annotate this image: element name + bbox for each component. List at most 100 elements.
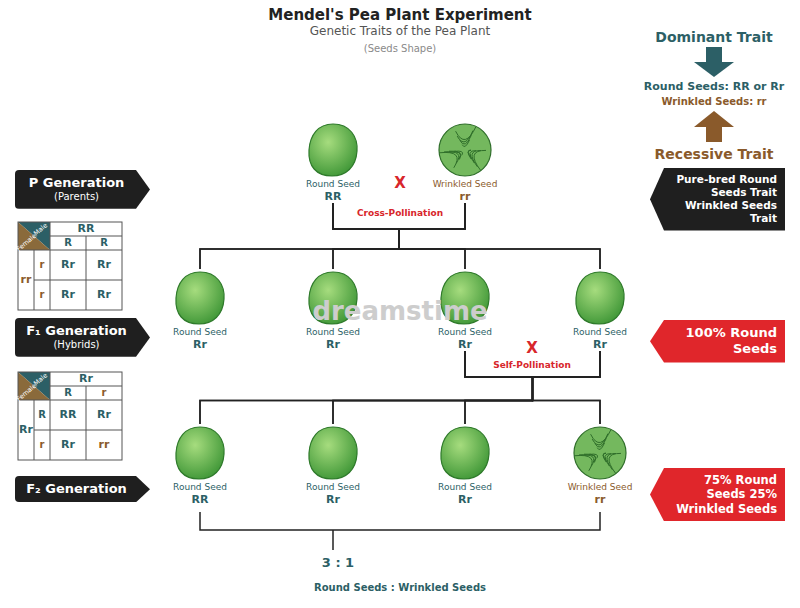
seed-node: Round SeedRR <box>288 121 378 203</box>
tree-connector <box>200 203 465 269</box>
round-seed <box>555 269 645 327</box>
tree-connector <box>333 351 600 424</box>
genotype: Rr <box>420 493 510 506</box>
generation-banner: F₂ Generation <box>15 476 150 502</box>
banner-heading: Pure-bred Round Seeds Trait Wrinkled See… <box>670 173 777 226</box>
result-banner: 100% Round Seeds <box>650 320 785 363</box>
tree-connector <box>465 351 600 424</box>
subtitle: (Seeds Shape) <box>364 43 437 55</box>
genotype: Rr <box>288 338 378 351</box>
genotype: rr <box>420 190 510 203</box>
wrinkle <box>584 454 596 462</box>
banner-heading: F₁ Generation <box>23 323 130 339</box>
wrinkle <box>591 430 611 443</box>
wrinkle <box>605 454 611 466</box>
wrinkle <box>607 453 616 469</box>
seed-outline <box>439 124 491 176</box>
trait-key: Round Seeds: RR or Rr <box>644 81 784 94</box>
seed-outline <box>309 124 357 176</box>
seed-node: Wrinkled Seedrr <box>555 424 645 506</box>
seed-node: Wrinkled Seedrr <box>420 121 510 203</box>
round-seed <box>155 424 245 482</box>
seed-label: Wrinkled Seed <box>555 482 645 493</box>
genotype: RR <box>288 190 378 203</box>
cross-mark: X <box>394 175 406 192</box>
wrinkle <box>579 455 594 467</box>
banner-heading: F₂ Generation <box>23 481 130 497</box>
subtitle: Genetic Traits of the Pea Plant <box>310 25 491 39</box>
table-cell: Rr <box>97 289 111 302</box>
recessive-arrow-head <box>694 111 734 127</box>
wrinkle <box>444 152 459 164</box>
table-cell: r <box>40 289 45 301</box>
trait-key: Wrinkled Seeds: rr <box>661 96 766 108</box>
wrinkle <box>439 152 457 167</box>
dominant-arrow <box>706 47 722 63</box>
genotype: rr <box>555 493 645 506</box>
recessive-arrow <box>706 126 722 142</box>
table-cell: Rr <box>61 259 75 272</box>
ratio-label: 3 : 1 <box>322 556 354 571</box>
seed-node: Round SeedRr <box>288 424 378 506</box>
table-cell: R <box>38 409 46 421</box>
result-banner: 75% Round Seeds 25% Wrinkled Seeds <box>650 468 785 521</box>
wrinkle <box>597 443 604 450</box>
round-seed <box>155 269 245 327</box>
ratio-bracket <box>200 512 600 550</box>
seed-outline <box>576 272 624 324</box>
table-cell: Rr <box>61 289 75 302</box>
seed-label: Wrinkled Seed <box>420 179 510 190</box>
tree-connector <box>200 351 533 424</box>
genotype: Rr <box>555 338 645 351</box>
seed-label: Round Seed <box>288 482 378 493</box>
wrinkled-seed <box>555 424 645 482</box>
round-seed <box>420 424 510 482</box>
table-cell: Rr <box>97 259 111 272</box>
round-seed <box>288 121 378 179</box>
seed-outline <box>309 427 357 479</box>
generation-banner: F₁ Generation(Hybrids) <box>15 318 150 357</box>
wrinkle <box>456 127 476 140</box>
seed-label: Round Seed <box>155 327 245 338</box>
seed-node: Round SeedRr <box>555 269 645 351</box>
wrinkle <box>449 151 461 159</box>
trait-heading: Recessive Trait <box>655 146 774 162</box>
seed-node: Round SeedRr <box>420 424 510 506</box>
table-cell: Rr <box>19 424 33 437</box>
genotype: Rr <box>288 493 378 506</box>
genotype: RR <box>155 493 245 506</box>
wrinkle <box>468 150 471 159</box>
banner-heading: 75% Round Seeds 25% Wrinkled Seeds <box>670 473 777 516</box>
cross-mark: X <box>526 340 538 357</box>
table-cell: Self-Pollination <box>493 360 571 370</box>
wrinkle <box>462 140 469 147</box>
seed-label: Round Seed <box>420 482 510 493</box>
tree-connector <box>200 351 600 424</box>
wrinkle <box>574 455 592 470</box>
seed-outline <box>176 427 224 479</box>
wrinkle <box>472 150 481 166</box>
seed-outline <box>176 272 224 324</box>
table-cell: RR <box>78 223 95 236</box>
table-cell: r <box>40 259 45 271</box>
table-cell: Rr <box>97 409 111 422</box>
table-cell: r <box>102 387 107 399</box>
banner-heading: P Generation <box>23 175 130 191</box>
table-cell: Rr <box>61 439 75 452</box>
banner-heading: 100% Round Seeds <box>670 325 777 358</box>
banner-subtext: (Hybrids) <box>23 339 130 352</box>
table-cell: Rr <box>79 373 93 386</box>
seed-node: Round SeedRr <box>155 269 245 351</box>
seed-label: Round Seed <box>288 179 378 190</box>
table-cell: rr <box>21 274 32 287</box>
generation-banner: P Generation(Parents) <box>15 170 150 209</box>
table-cell: R <box>100 237 108 249</box>
watermark: dreamstime <box>312 297 487 327</box>
banner-subtext: (Parents) <box>23 191 130 204</box>
wrinkle <box>609 453 621 473</box>
genotype: Rr <box>420 338 510 351</box>
seed-label: Round Seed <box>288 327 378 338</box>
seed-label: Round Seed <box>420 327 510 338</box>
table-cell: r <box>40 439 45 451</box>
